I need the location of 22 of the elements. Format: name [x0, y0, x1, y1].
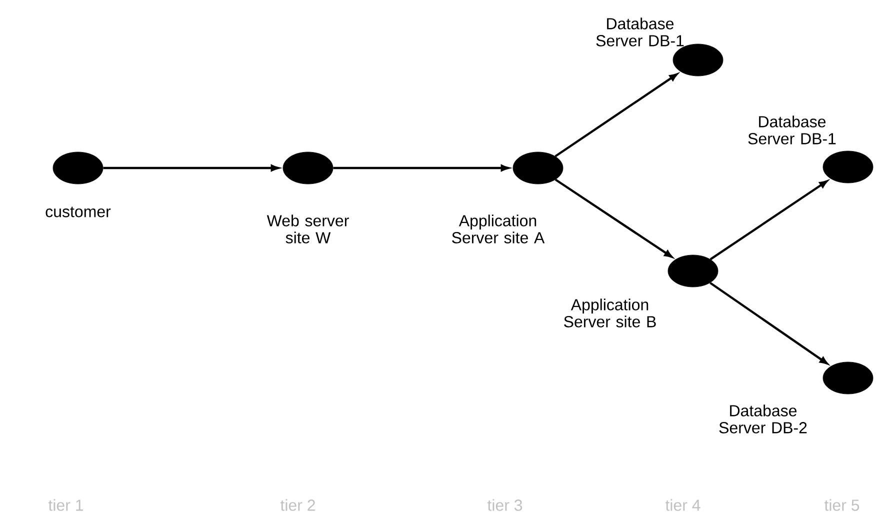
arrow: [710, 282, 828, 364]
tier-label: tier 2: [280, 499, 315, 511]
node-ellipse: [822, 362, 874, 394]
node-ellipse: [668, 254, 718, 288]
node-label: customer: [46, 206, 111, 218]
tier-label: tier 5: [824, 499, 860, 511]
arrow: [710, 180, 828, 260]
arrow: [554, 73, 678, 158]
node-label: Database Server DB-1: [596, 18, 684, 46]
tier-label: tier 4: [665, 499, 700, 511]
node-ellipse: [282, 152, 334, 184]
node-label: Database Server DB-1: [748, 116, 836, 144]
tier-label: tier 1: [48, 499, 83, 511]
node-label: Database Server DB-2: [719, 404, 807, 434]
node-ellipse: [512, 152, 564, 184]
node-label: Application Server site A: [452, 214, 545, 244]
node-ellipse: [822, 150, 874, 184]
node-label: Web server site W: [266, 214, 349, 244]
arrow: [554, 178, 672, 258]
node-label: Application Server site B: [564, 298, 656, 328]
node-ellipse: [52, 152, 104, 184]
tier-label: tier 3: [487, 499, 522, 511]
